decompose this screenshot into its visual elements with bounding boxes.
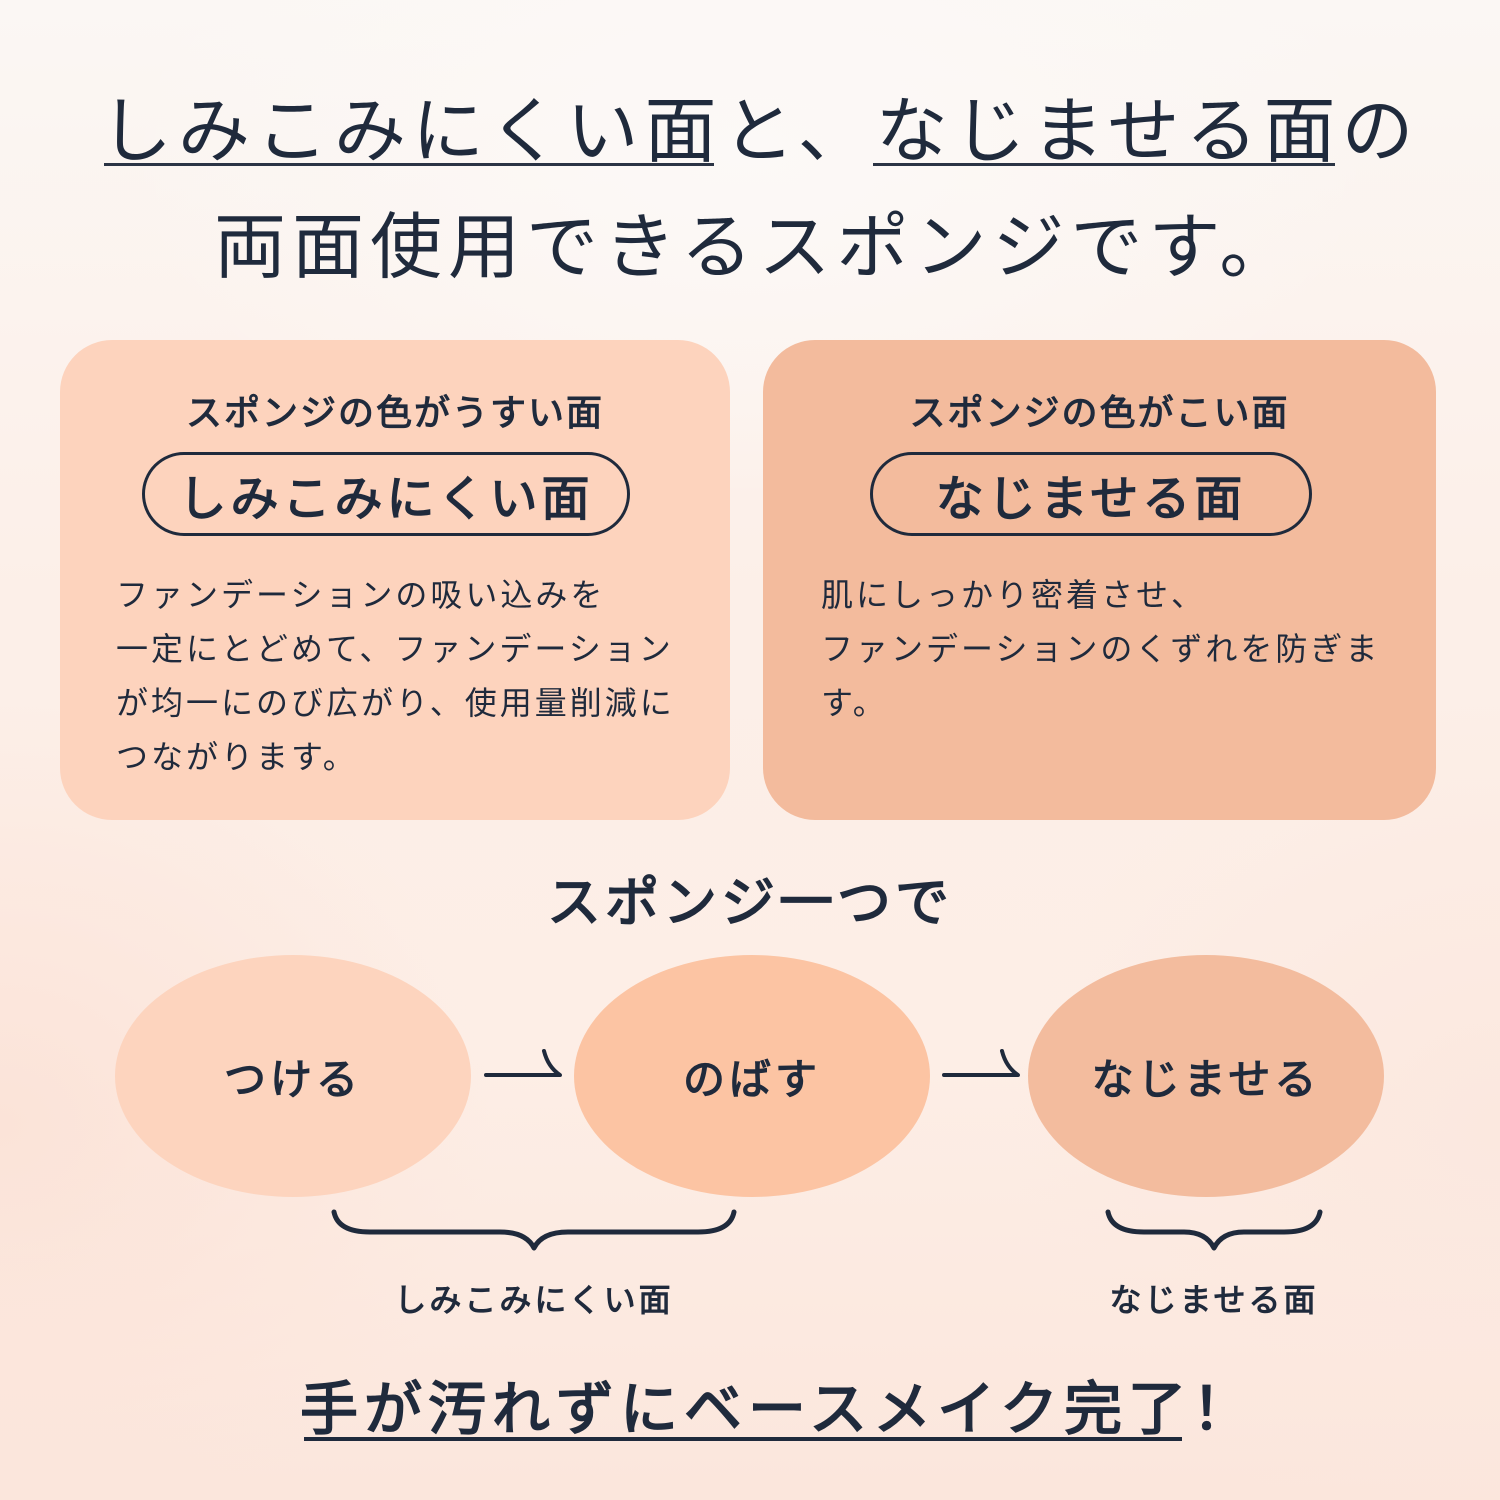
card-light-line-4: つながります。: [116, 738, 358, 776]
card-dark-pill-label: なじませる面: [935, 471, 1247, 527]
headline-phrase-resistant: しみこみにくい面: [100, 89, 723, 173]
card-dark-line-1: 肌にしっかり密着させ、: [821, 576, 1207, 614]
headline-underline-blend: [873, 163, 1335, 166]
step-spread: のばす: [574, 955, 930, 1197]
step-apply-label: つける: [223, 1054, 362, 1104]
card-dark-description: 肌にしっかり密着させ、 ファンデーションのくずれを防ぎま す。: [821, 568, 1380, 730]
headline-particle: の: [1341, 89, 1420, 173]
card-light-subtitle: スポンジの色がうすい面: [185, 393, 604, 434]
card-light-side: スポンジの色がうすい面 しみこみにくい面 ファンデーションの吸い込みを 一定にと…: [60, 340, 730, 820]
card-dark-subtitle: スポンジの色がこい面: [909, 393, 1290, 434]
headline-phrase-blend: なじませる面: [875, 89, 1342, 173]
headline-line-1: しみこみにくい面と、なじませる面の: [100, 72, 1420, 173]
card-dark-side: スポンジの色がこい面 なじませる面 肌にしっかり密着させ、 ファンデーションのく…: [763, 340, 1436, 820]
card-light-line-2: 一定にとどめて、ファンデーション: [116, 630, 674, 668]
card-light-line-3: が均一にのび広がり、使用量削減に: [116, 684, 675, 722]
arrow-right-icon: [484, 1049, 562, 1077]
card-light-description: ファンデーションの吸い込みを 一定にとどめて、ファンデーション が均一にのび広が…: [116, 568, 675, 784]
card-dark-line-2: ファンデーションのくずれを防ぎま: [821, 630, 1381, 668]
step-spread-label: のばす: [682, 1054, 821, 1104]
card-light-pill-label: しみこみにくい面: [178, 471, 594, 527]
brace-label-resistant: しみこみにくい面: [394, 1281, 674, 1319]
footer-tagline: 手が汚れずにベースメイク完了！: [300, 1375, 1256, 1443]
card-light-line-1: ファンデーションの吸い込みを: [116, 576, 606, 614]
steps-title: スポンジ一つで: [547, 871, 953, 934]
step-apply: つける: [115, 955, 471, 1197]
footer-underline: [304, 1437, 1182, 1441]
card-dark-line-3: す。: [821, 684, 888, 722]
headline-line-2: 両面使用できるスポンジです。: [214, 205, 1298, 289]
arrow-right-icon: [942, 1049, 1020, 1077]
step-blend: なじませる: [1028, 955, 1384, 1197]
brace-label-blend: なじませる面: [1109, 1281, 1319, 1319]
step-blend-label: なじませる: [1091, 1054, 1321, 1104]
card-dark-pill: なじませる面: [870, 452, 1312, 536]
curly-brace-icon: [1105, 1209, 1323, 1251]
curly-brace-icon: [331, 1209, 737, 1251]
headline-underline-resistant: [104, 163, 714, 166]
card-light-pill: しみこみにくい面: [142, 452, 630, 536]
headline-connector: と、: [722, 89, 876, 173]
